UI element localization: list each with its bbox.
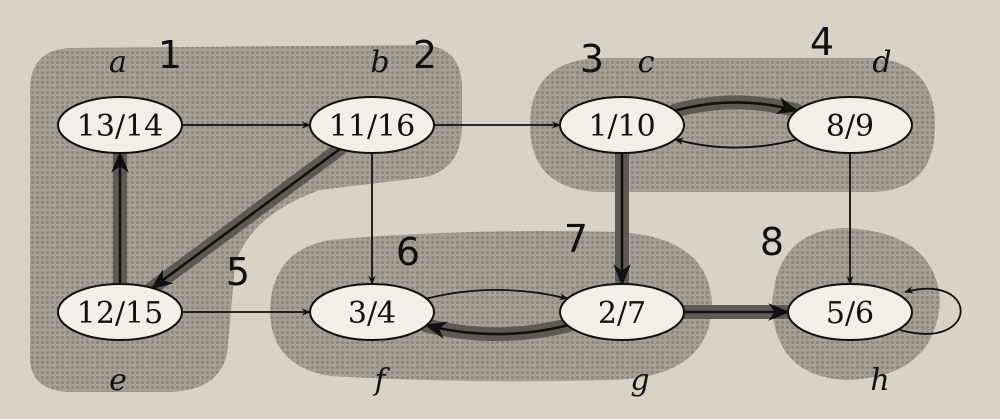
handwritten-order-f: 6 xyxy=(396,230,420,274)
edge-d-c xyxy=(674,138,798,149)
handwritten-order-b: 2 xyxy=(413,33,437,77)
handwritten-order-d: 4 xyxy=(810,20,834,64)
edge-c-d xyxy=(674,96,799,114)
vertex-f: 3/4 xyxy=(309,283,435,341)
handwritten-order-a: 1 xyxy=(158,33,182,77)
handwritten-order-e: 5 xyxy=(226,250,250,294)
vertex-name-d: d xyxy=(872,45,891,80)
edge-g-f xyxy=(424,321,568,339)
vertex-name-g: g xyxy=(630,363,649,398)
vertex-ellipse xyxy=(559,283,685,341)
vertex-name-e: e xyxy=(109,363,127,398)
vertex-times-label: 3/4 xyxy=(348,296,396,331)
vertex-times-label: 1/10 xyxy=(588,109,655,144)
edge-f-g xyxy=(426,288,569,301)
vertex-d: 8/9 xyxy=(787,96,913,154)
vertex-times-label: 13/14 xyxy=(77,109,163,144)
vertex-h: 5/6 xyxy=(787,283,913,341)
vertex-name-a: a xyxy=(109,45,127,80)
handwritten-order-h: 8 xyxy=(760,220,784,264)
vertex-a: 13/14 xyxy=(57,96,183,154)
vertex-times-label: 11/16 xyxy=(329,109,415,144)
vertex-c: 1/10 xyxy=(559,96,685,154)
edge-h-h xyxy=(899,286,962,335)
edge-b-e xyxy=(150,147,341,290)
vertex-ellipse xyxy=(309,96,435,154)
vertex-name-c: c xyxy=(638,45,655,80)
vertex-ellipse xyxy=(309,283,435,341)
vertex-times-label: 5/6 xyxy=(826,296,874,331)
vertex-ellipse xyxy=(559,96,685,154)
vertex-times-label: 2/7 xyxy=(598,296,646,331)
component-fg xyxy=(270,231,712,382)
vertex-b: 11/16 xyxy=(309,96,435,154)
component-cd xyxy=(530,58,935,192)
vertex-times-label: 8/9 xyxy=(826,109,874,144)
vertex-ellipse xyxy=(787,96,913,154)
vertex-ellipse xyxy=(57,96,183,154)
vertex-times-label: 12/15 xyxy=(77,296,163,331)
vertex-name-b: b xyxy=(370,45,389,80)
handwritten-order-c: 3 xyxy=(580,37,604,81)
vertex-ellipse xyxy=(787,283,913,341)
vertex-g: 2/7 xyxy=(559,283,685,341)
vertex-e: 12/15 xyxy=(57,283,183,341)
handwritten-order-g: 7 xyxy=(564,217,588,261)
vertex-ellipse xyxy=(57,283,183,341)
vertex-name-h: h xyxy=(870,363,889,398)
